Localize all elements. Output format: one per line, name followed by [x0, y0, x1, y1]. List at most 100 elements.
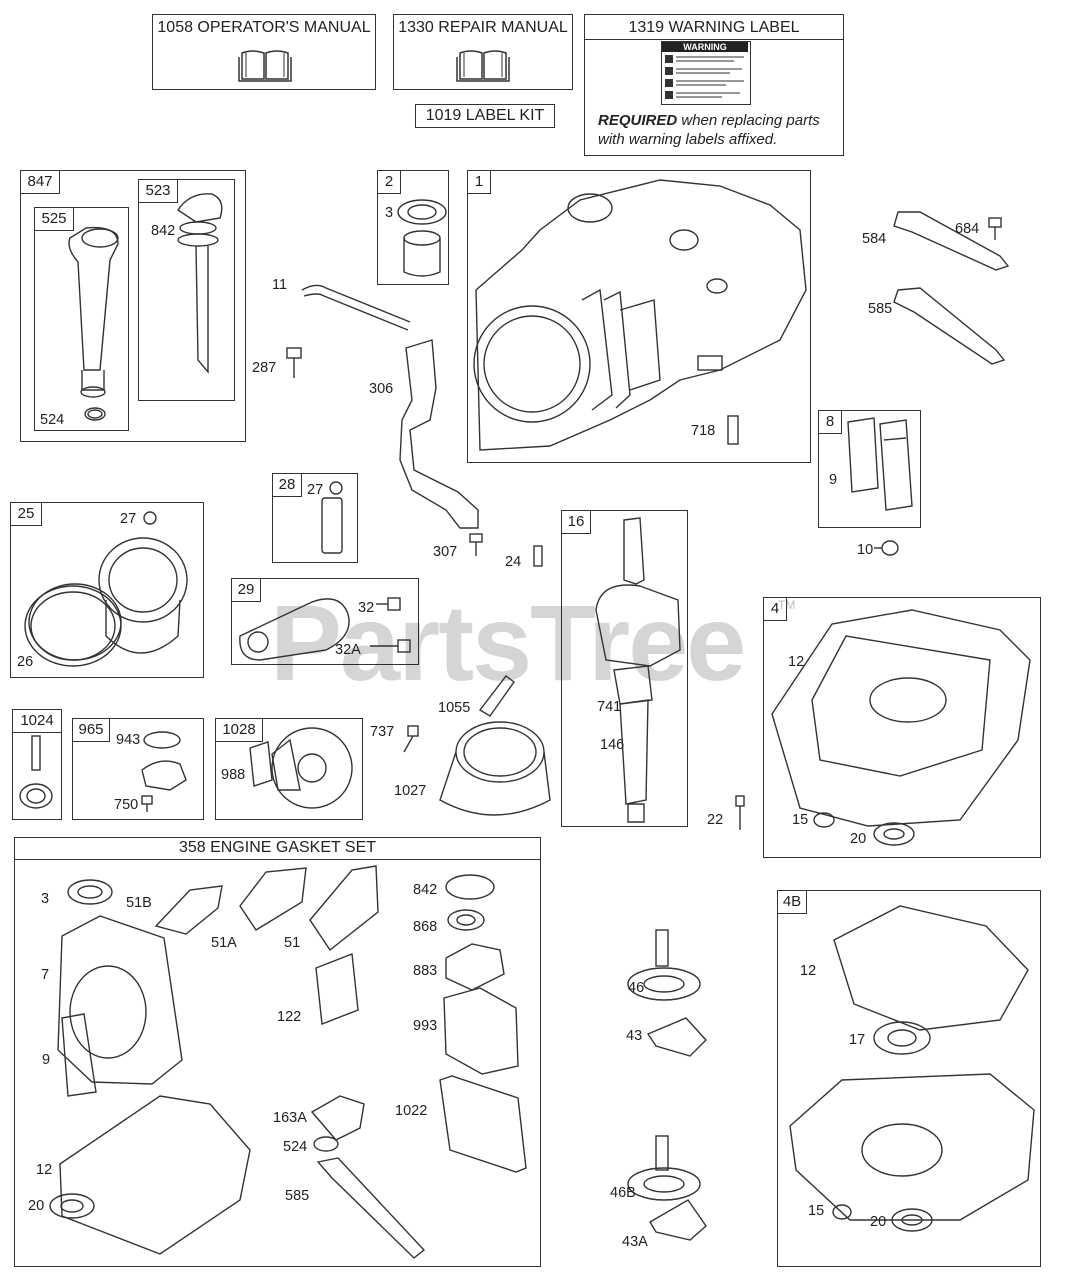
- piston-part[interactable]: [98, 537, 188, 654]
- callout-10[interactable]: 10: [857, 542, 874, 558]
- gasket-993-part[interactable]: [443, 987, 519, 1075]
- callout-1055[interactable]: 1055: [438, 700, 471, 716]
- bolt-307-part[interactable]: [469, 533, 483, 556]
- callout-993[interactable]: 993: [413, 1018, 438, 1034]
- bolt-737-part[interactable]: [403, 725, 419, 753]
- callout-15a[interactable]: 15: [792, 812, 809, 828]
- group-tag-525[interactable]: 525: [34, 207, 74, 231]
- seal-3-part[interactable]: [397, 199, 447, 277]
- callout-9[interactable]: 9: [829, 472, 838, 488]
- oring-842b-part[interactable]: [445, 874, 495, 900]
- callout-524b[interactable]: 524: [283, 1139, 308, 1155]
- callout-26[interactable]: 26: [17, 654, 34, 670]
- callout-51a[interactable]: 51A: [211, 935, 237, 951]
- seal-20a-part[interactable]: [873, 822, 915, 846]
- governor-gear-46-part[interactable]: [627, 929, 701, 1001]
- callout-524[interactable]: 524: [40, 412, 65, 428]
- callout-718[interactable]: 718: [691, 423, 716, 439]
- callout-27a[interactable]: 27: [120, 511, 137, 527]
- callout-20b[interactable]: 20: [28, 1198, 45, 1214]
- seal-20c-part[interactable]: [891, 1208, 933, 1232]
- callout-306[interactable]: 306: [369, 381, 394, 397]
- bolt-287-part[interactable]: [286, 347, 302, 378]
- plug-15b-part[interactable]: [832, 1204, 852, 1220]
- group-tag-965[interactable]: 965: [72, 718, 110, 742]
- group-tag-2[interactable]: 2: [377, 170, 401, 194]
- plug-15a-part[interactable]: [813, 812, 835, 828]
- connecting-rod-part[interactable]: [239, 597, 411, 661]
- gasket-122-part[interactable]: [315, 953, 359, 1025]
- gasket-51b-part[interactable]: [154, 885, 223, 935]
- shield-306-part[interactable]: [399, 339, 479, 529]
- callout-46[interactable]: 46: [628, 980, 645, 996]
- label-kit-box[interactable]: 1019 LABEL KIT: [415, 104, 555, 128]
- cylinder-head-gasket-part[interactable]: [57, 915, 183, 1085]
- oil-filter-part[interactable]: [439, 721, 551, 816]
- callout-43a[interactable]: 43A: [622, 1234, 648, 1250]
- gasket-1022-part[interactable]: [439, 1075, 527, 1173]
- callout-287[interactable]: 287: [252, 360, 277, 376]
- group-tag-847[interactable]: 847: [20, 170, 60, 194]
- sump-part[interactable]: [771, 609, 1031, 827]
- bolt-22-part[interactable]: [735, 795, 745, 830]
- callout-51b[interactable]: 51B: [126, 895, 152, 911]
- callout-9b[interactable]: 9: [42, 1052, 51, 1068]
- callout-17[interactable]: 17: [849, 1032, 866, 1048]
- callout-842b[interactable]: 842: [413, 882, 438, 898]
- dipstick-tube-part[interactable]: [68, 226, 119, 421]
- oring-524b-part[interactable]: [313, 1136, 339, 1152]
- callout-51[interactable]: 51: [284, 935, 301, 951]
- oring-943-part[interactable]: [143, 731, 181, 749]
- callout-43[interactable]: 43: [626, 1028, 643, 1044]
- callout-585b[interactable]: 585: [285, 1188, 310, 1204]
- seal-3b-part[interactable]: [67, 879, 113, 905]
- callout-146[interactable]: 146: [600, 737, 625, 753]
- gasket-163a-part[interactable]: [310, 1095, 365, 1141]
- callout-307[interactable]: 307: [433, 544, 458, 560]
- breather-tube-part[interactable]: [301, 284, 411, 331]
- group-tag-29[interactable]: 29: [231, 578, 261, 602]
- group-tag-1028[interactable]: 1028: [215, 718, 263, 742]
- gasket-9b-part[interactable]: [61, 1013, 97, 1097]
- callout-122[interactable]: 122: [277, 1009, 302, 1025]
- piston-pin-part[interactable]: [321, 481, 343, 554]
- governor-arm-43-part[interactable]: [646, 1017, 707, 1057]
- callout-1022[interactable]: 1022: [395, 1103, 428, 1119]
- callout-15b[interactable]: 15: [808, 1203, 825, 1219]
- piston-rings-part[interactable]: [24, 583, 122, 667]
- repair-manual-box[interactable]: 1330 REPAIR MANUAL: [393, 14, 573, 90]
- gasket-883-part[interactable]: [445, 943, 505, 991]
- callout-22[interactable]: 22: [707, 812, 724, 828]
- bolt-684-part[interactable]: [988, 217, 1002, 240]
- operators-manual-box[interactable]: 1058 OPERATOR'S MANUAL: [152, 14, 376, 90]
- callout-3[interactable]: 3: [385, 205, 394, 221]
- callout-12b[interactable]: 12: [36, 1162, 53, 1178]
- group-tag-1[interactable]: 1: [467, 170, 491, 194]
- gasket-988-part[interactable]: [249, 741, 273, 787]
- sump-gasket-12b-part[interactable]: [59, 1095, 251, 1255]
- callout-20c[interactable]: 20: [870, 1214, 887, 1230]
- callout-684[interactable]: 684: [955, 221, 980, 237]
- gasket-51a-part[interactable]: [239, 867, 307, 931]
- callout-741[interactable]: 741: [597, 699, 622, 715]
- callout-943[interactable]: 943: [116, 732, 141, 748]
- bolt-750-part[interactable]: [141, 795, 153, 812]
- governor-arm-43a-part[interactable]: [649, 1199, 707, 1241]
- seal-20b-part[interactable]: [49, 1193, 95, 1219]
- callout-163a[interactable]: 163A: [273, 1110, 307, 1126]
- callout-12c[interactable]: 12: [800, 963, 817, 979]
- valve-cover-part[interactable]: [879, 419, 913, 511]
- gear-1024-part[interactable]: [19, 735, 53, 809]
- callout-32[interactable]: 32: [358, 600, 375, 616]
- gasket-9-part[interactable]: [847, 417, 879, 493]
- callout-883[interactable]: 883: [413, 963, 438, 979]
- group-tag-4b[interactable]: 4B: [777, 890, 807, 914]
- key-24-part[interactable]: [533, 545, 543, 567]
- oil-pump-part[interactable]: [271, 727, 353, 809]
- callout-46b[interactable]: 46B: [610, 1185, 636, 1201]
- seal-868-part[interactable]: [447, 909, 485, 931]
- gasket-585b-part[interactable]: [316, 1157, 426, 1259]
- callout-20a[interactable]: 20: [850, 831, 867, 847]
- gasket-set-title[interactable]: 358 ENGINE GASKET SET: [14, 837, 541, 860]
- gasket-585-part[interactable]: [893, 287, 1006, 365]
